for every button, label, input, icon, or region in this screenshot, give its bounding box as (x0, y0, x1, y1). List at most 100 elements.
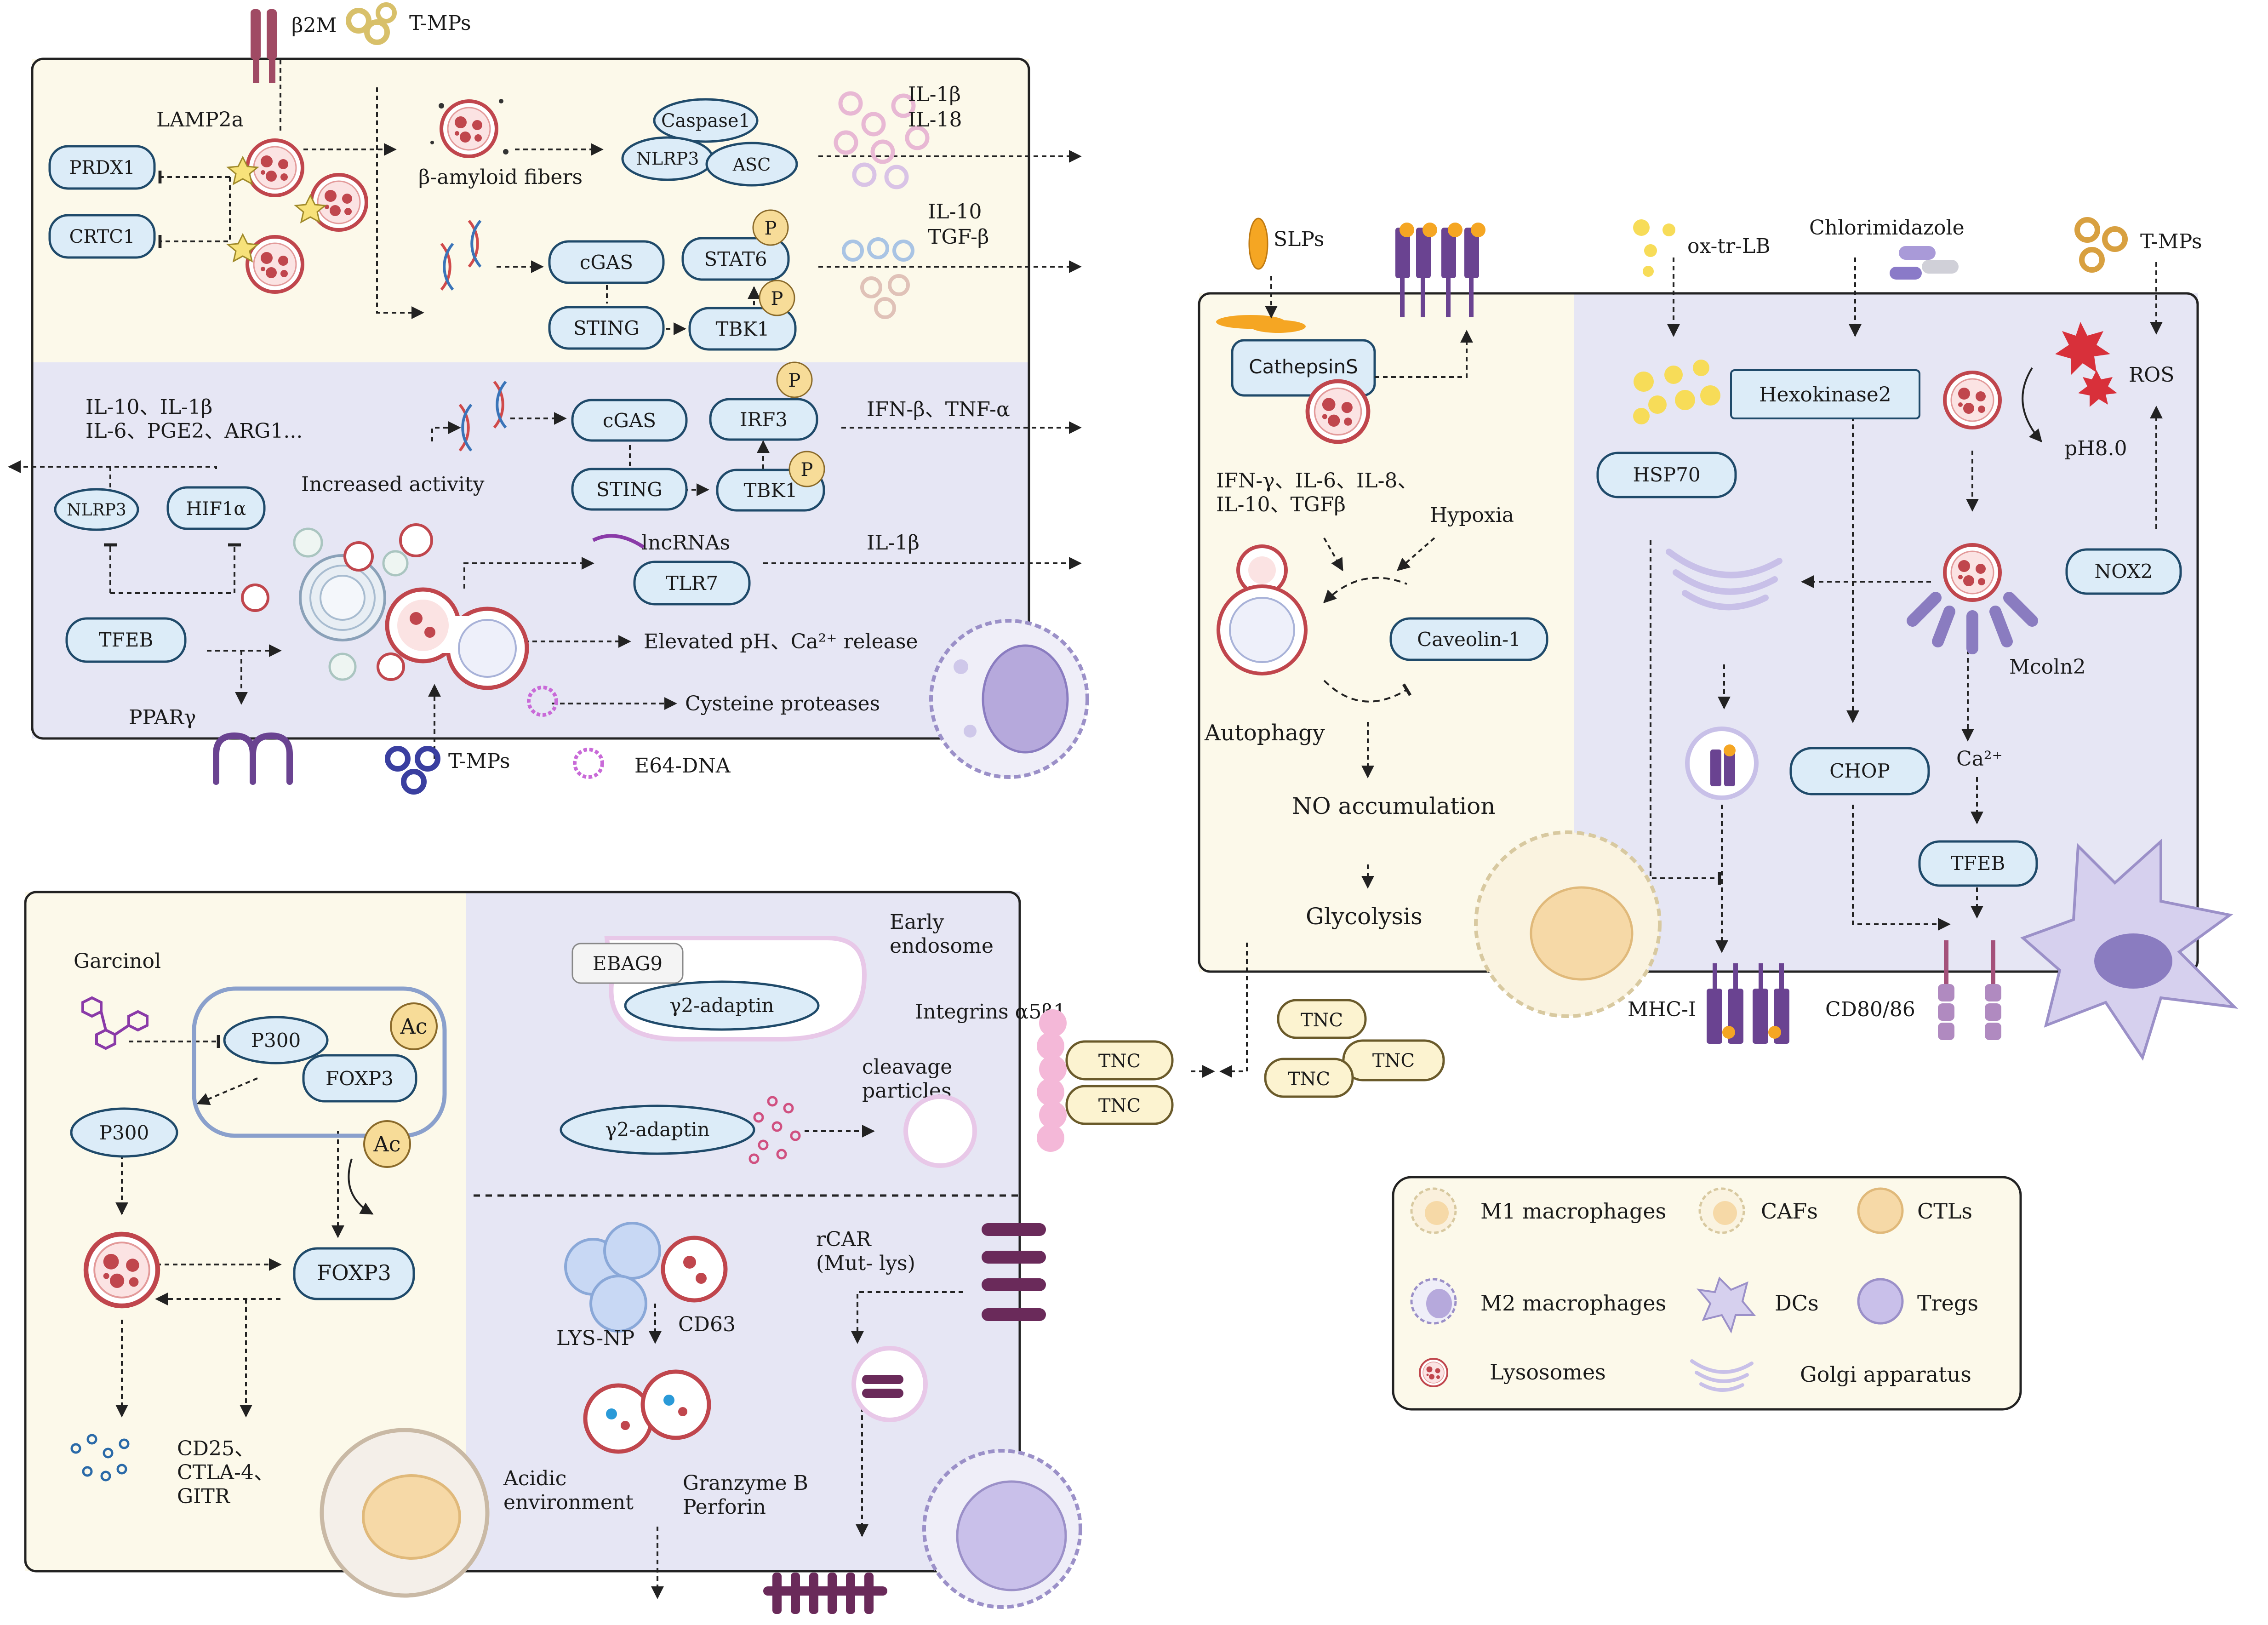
legend-cafs-label: CAFs (1761, 1199, 1818, 1224)
tnc-label-1: TNC (1301, 1010, 1343, 1031)
mhc-receptor-top-icon (1395, 223, 1485, 317)
legend-dcs-icon (1697, 1276, 1756, 1334)
slps-icon (1248, 217, 1268, 270)
phospho-icon-stat6: P (752, 209, 789, 246)
irf3-label: IRF3 (740, 408, 788, 431)
elevated-ph-label: Elevated pH、Ca²⁺ release (644, 630, 918, 653)
il18-label: IL-18 (908, 108, 962, 132)
chlorimidazole-label: Chlorimidazole (1809, 216, 1965, 240)
tmps-top-label: T-MPs (409, 11, 471, 35)
nlrp3-m2-label: NLRP3 (636, 149, 699, 169)
garcinol-molecule-icon (81, 996, 149, 1050)
sting-m2-pill: STING (548, 306, 665, 350)
sting-m1-label: STING (596, 478, 663, 501)
fusing-lysosome (385, 587, 529, 690)
slps-label: SLPs (1274, 228, 1324, 251)
m1-region (32, 362, 1029, 738)
il10-m2-label: IL-10 (928, 200, 982, 223)
dc-panel-border (1198, 292, 2199, 973)
cd80-label: CD80/86 (1825, 998, 1915, 1021)
legend-tregs-icon (1857, 1278, 1904, 1325)
cleavage-label-1: cleavage (862, 1055, 952, 1079)
acidic-label-1: Acidic (503, 1467, 566, 1490)
ebag9-label: EBAG9 (593, 952, 663, 975)
hsp70-particles (1633, 360, 1720, 424)
tnc-treg-label-1: TNC (1098, 1051, 1141, 1072)
hypoxia-label: Hypoxia (1430, 504, 1514, 527)
foxp3-complex-pill: FOXP3 (302, 1054, 417, 1103)
pill-capsule-icon (1890, 246, 1959, 280)
p300-foxp3-complex: P300 FOXP3 Ac (192, 986, 447, 1138)
ac-curve (348, 1158, 374, 1215)
caveolin-label: Caveolin-1 (1417, 628, 1521, 651)
tnc-treg-pill-2: TNC (1065, 1085, 1174, 1125)
feedback-loop (1323, 577, 1412, 703)
e64-dna-icon (573, 748, 604, 779)
gamma2-top-label: γ2-adaptin (669, 994, 774, 1017)
lncrnas-label: lncRNAs (641, 531, 730, 555)
tfeb-m1-pill: TFEB (65, 617, 187, 663)
ctl-surface-receptors-icon (763, 1573, 887, 1614)
ph8-label: pH8.0 (2064, 437, 2127, 460)
treg-cell-icon (322, 1430, 487, 1596)
legend-dcs-label: DCs (1775, 1291, 1819, 1316)
asc-pill: ASC (705, 142, 798, 187)
svg-text:P: P (765, 218, 777, 239)
cathepsins-label: CathepsinS (1249, 355, 1358, 378)
caspase1-pill: Caspase1 (653, 98, 759, 143)
garcinol-label: Garcinol (74, 950, 161, 973)
legend-m2-label: M2 macrophages (1480, 1291, 1666, 1316)
macrophage-panel (31, 57, 1030, 740)
macrophage-panel-border (31, 57, 1030, 740)
mhc1-receptor-icon (1707, 963, 1789, 1044)
cd80-receptor-icon (1938, 940, 2001, 1040)
caspase1-label: Caspase1 (661, 110, 750, 132)
lys-np-icon (564, 1222, 728, 1333)
macrophage-cell-icon (929, 619, 1089, 779)
granzyme-label-2: Perforin (683, 1495, 766, 1519)
gamma2-bottom-pill: γ2-adaptin (560, 1104, 755, 1155)
tlr7-label: TLR7 (666, 572, 718, 595)
cd25-label: CD25、 (177, 1437, 255, 1460)
legend-lysosomes-label: Lysosomes (1490, 1360, 1606, 1385)
prdx1-label: PRDX1 (69, 157, 135, 178)
integrin-membrane-icon (1037, 1009, 1067, 1152)
il1b-particles-lower (852, 162, 909, 189)
svg-text:Ac: Ac (373, 1132, 401, 1156)
endosome-mhc-icon (1685, 727, 1759, 800)
nox2-label: NOX2 (2094, 560, 2153, 583)
gamma2-top-pill: γ2-adaptin (624, 980, 820, 1031)
tmps-bottom-icon (385, 746, 440, 795)
lysosome-cathepsins (1308, 381, 1368, 442)
star-icon-2 (294, 194, 327, 223)
hexokinase2-label: Hexokinase2 (1759, 383, 1891, 406)
tfeb-dc-label: TFEB (1951, 852, 2005, 875)
dc-cytokines-line2: IL-10、TGFβ (1216, 493, 1346, 516)
cysteine-label: Cysteine proteases (685, 692, 880, 715)
svg-text:P: P (788, 370, 801, 391)
cysteine-icon (527, 686, 558, 717)
cd63-label: CD63 (678, 1313, 736, 1336)
ca-label: Ca²⁺ (1956, 747, 2003, 771)
nlrp3-m2-pill: NLRP3 (621, 136, 714, 181)
legend-m2-icon (1410, 1278, 1457, 1325)
legend-ctls-label: CTLs (1917, 1199, 1972, 1224)
tbk1-m2-pill: TBK1 (688, 307, 797, 351)
star-icon-1 (226, 155, 259, 185)
legend-cafs-icon (1698, 1187, 1745, 1234)
il1b-m2-label: IL-1β (908, 83, 961, 106)
stat6-label: STAT6 (704, 248, 767, 270)
ctla4-label: CTLA-4、 (177, 1461, 274, 1484)
gamma2-bottom-label: γ2-adaptin (605, 1118, 709, 1141)
ros-icon (2055, 322, 2117, 407)
stat6-pill: STAT6 (681, 237, 790, 281)
irf3-pill: IRF3 (709, 398, 818, 441)
phospho-icon-irf3: P (776, 361, 813, 398)
legend-m1-label: M1 macrophages (1480, 1199, 1666, 1224)
mhc1-label: MHC-I (1628, 998, 1696, 1021)
tnc-treg-label-2: TNC (1098, 1095, 1141, 1116)
cleavage-vesicle-icon (903, 1094, 977, 1168)
rcar-receptor-icon (982, 1223, 1046, 1321)
beta-amyloid-lysosome (430, 99, 508, 156)
dna-icon-m1 (458, 381, 507, 452)
